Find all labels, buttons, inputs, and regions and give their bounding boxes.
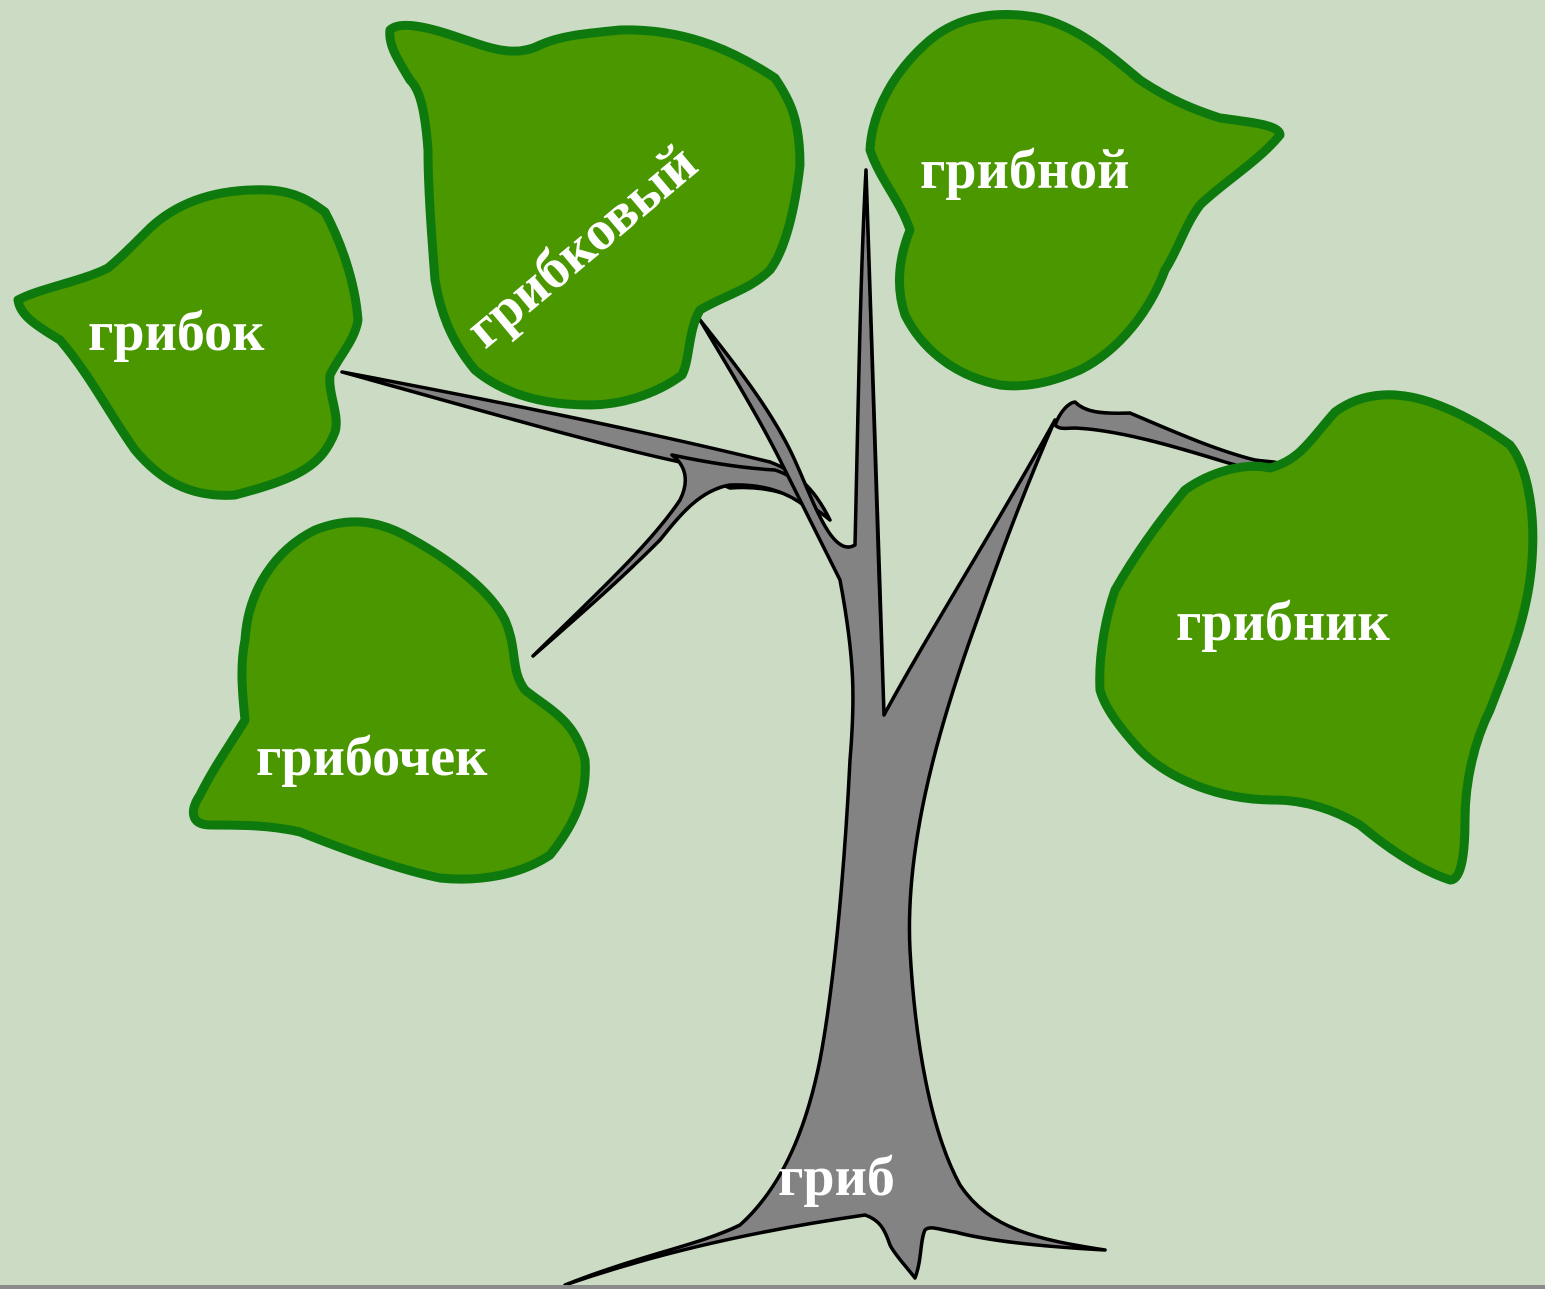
root-word: гриб [778, 1146, 895, 1208]
leaf-gribok-word: грибок [88, 301, 265, 363]
leaf-gribnik-shape [1095, 390, 1538, 885]
leaf-gribnoj: грибной [865, 9, 1285, 391]
branch-right [1053, 400, 1281, 471]
tree-trunk-group [340, 168, 1281, 1287]
branch-left-lower [531, 453, 817, 658]
leaf-gribnik: грибник [1095, 390, 1538, 885]
leaf-gribok: грибок [13, 185, 363, 500]
leaf-gribnoj-word: грибной [920, 139, 1129, 201]
leaf-gribochek: грибочек [189, 517, 590, 884]
leaf-gribochek-shape [189, 517, 590, 884]
trunk-cleft-line [864, 174, 886, 713]
leaf-gribok-shape [13, 185, 363, 500]
leaves-group: грибок грибковый грибной грибочек грибни… [13, 9, 1538, 885]
leaf-gribochek-word: грибочек [256, 726, 488, 788]
leaf-gribnik-word: грибник [1176, 591, 1390, 653]
bottom-divider [0, 1285, 1545, 1289]
leaf-gribkovyj: грибковый [385, 20, 805, 410]
leaf-gribkovyj-shape [385, 20, 805, 410]
leaf-gribnoj-shape [865, 9, 1285, 391]
